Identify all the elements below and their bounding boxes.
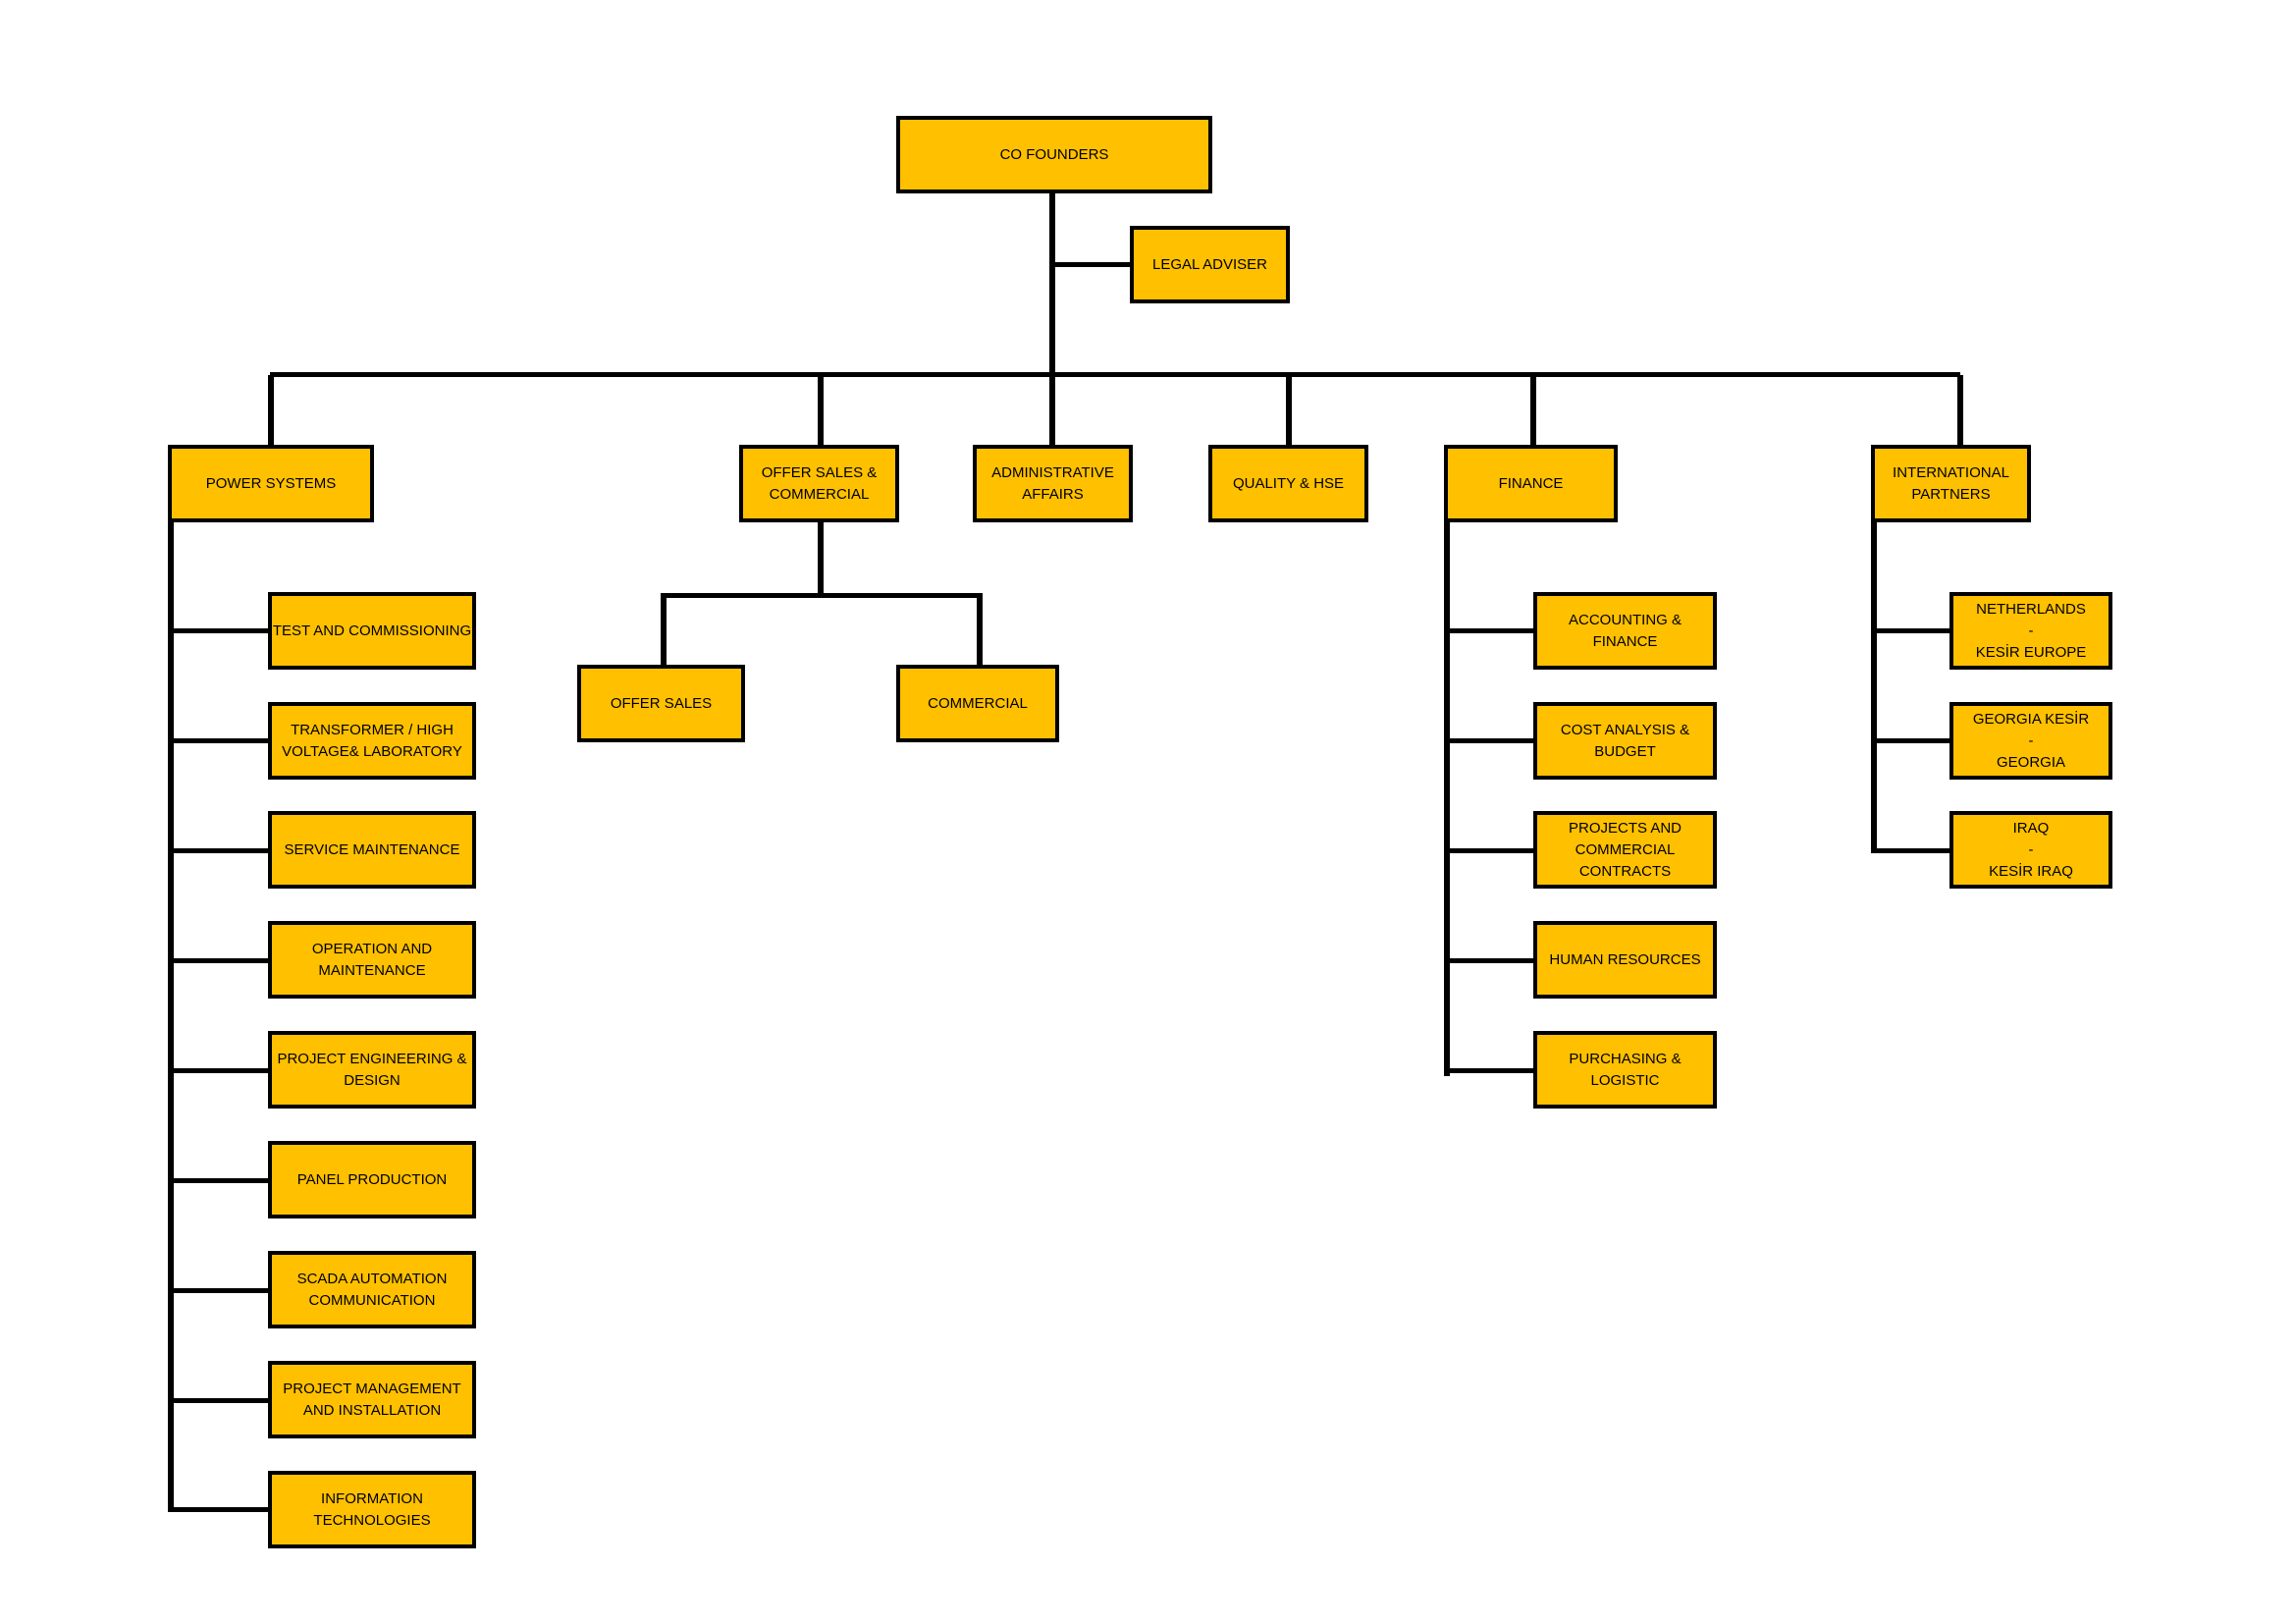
connector-drop-quality	[1286, 375, 1292, 447]
node-international-unit: GEORGIA KESİR - GEORGIA	[1949, 702, 2112, 780]
connector-drop-power-systems	[268, 375, 274, 447]
node-power-unit: TEST AND COMMISSIONING	[268, 592, 476, 670]
connector-main-bus	[270, 372, 1960, 377]
node-finance-unit: PURCHASING & LOGISTIC	[1533, 1031, 1717, 1109]
node-label: CO FOUNDERS	[999, 145, 1109, 163]
node-quality-hse: QUALITY & HSE	[1208, 445, 1368, 522]
node-label: OPERATION AND MAINTENANCE	[311, 940, 433, 979]
node-international-partners: INTERNATIONAL PARTNERS	[1871, 445, 2031, 522]
node-label: OFFER SALES	[610, 694, 713, 712]
connector-root-trunk	[1049, 191, 1055, 375]
node-finance-unit: ACCOUNTING & FINANCE	[1533, 592, 1717, 670]
node-power-systems: POWER SYSTEMS	[168, 445, 374, 522]
connector-branch	[1447, 628, 1537, 633]
node-label: POWER SYSTEMS	[205, 474, 337, 492]
node-finance-unit: HUMAN RESOURCES	[1533, 921, 1717, 999]
connector-offer-sales-bus	[661, 593, 983, 598]
node-offer-sales: OFFER SALES	[577, 665, 745, 742]
connector-branch	[171, 848, 272, 853]
connector-adviser	[1052, 262, 1138, 267]
node-co-founders: CO FOUNDERS	[896, 116, 1212, 193]
connector-finance-spine	[1444, 520, 1450, 1076]
node-finance: FINANCE	[1444, 445, 1618, 522]
node-label: TEST AND COMMISSIONING	[272, 622, 472, 639]
connector-drop-offer-sales	[818, 375, 824, 447]
node-label: INFORMATION TECHNOLOGIES	[313, 1489, 431, 1529]
connector-branch	[1447, 958, 1537, 963]
node-label: INTERNATIONAL PARTNERS	[1893, 463, 2009, 503]
node-international-unit: NETHERLANDS - KESİR EUROPE	[1949, 592, 2112, 670]
node-power-unit: PROJECT ENGINEERING & DESIGN	[268, 1031, 476, 1109]
connector-drop-administrative	[1049, 375, 1055, 447]
node-label: FINANCE	[1498, 474, 1564, 492]
node-label: COST ANALYSIS & BUDGET	[1560, 721, 1690, 760]
connector-branch	[1874, 628, 1953, 633]
node-label: OFFER SALES & COMMERCIAL	[761, 463, 878, 503]
node-power-unit: INFORMATION TECHNOLOGIES	[268, 1471, 476, 1548]
node-label: NETHERLANDS - KESİR EUROPE	[1975, 600, 2087, 661]
connector-branch	[171, 1288, 272, 1293]
node-legal-adviser: LEGAL ADVISER	[1130, 226, 1290, 303]
node-power-unit: SERVICE MAINTENANCE	[268, 811, 476, 889]
connector-drop-international	[1957, 375, 1963, 447]
node-label: COMMERCIAL	[928, 694, 1028, 712]
node-label: SCADA AUTOMATION COMMUNICATION	[296, 1270, 448, 1309]
connector-power-systems-spine	[168, 520, 174, 1512]
connector-branch	[171, 958, 272, 963]
connector-offer-sales-stem	[818, 520, 824, 597]
connector-international-spine	[1871, 520, 1877, 853]
node-label: PROJECT ENGINEERING & DESIGN	[277, 1050, 467, 1089]
connector-branch	[1447, 848, 1537, 853]
node-label: QUALITY & HSE	[1232, 474, 1345, 492]
connector-branch	[171, 1178, 272, 1183]
node-label: PROJECT MANAGEMENT AND INSTALLATION	[283, 1380, 461, 1419]
node-international-unit: IRAQ - KESİR IRAQ	[1949, 811, 2112, 889]
node-label: GEORGIA KESİR - GEORGIA	[1972, 710, 2090, 771]
node-administrative-affairs: ADMINISTRATIVE AFFAIRS	[973, 445, 1133, 522]
node-power-unit: PROJECT MANAGEMENT AND INSTALLATION	[268, 1361, 476, 1438]
node-label: PROJECTS AND COMMERCIAL CONTRACTS	[1568, 819, 1682, 880]
connector-branch	[171, 1068, 272, 1073]
node-power-unit: TRANSFORMER / HIGH VOLTAGE& LABORATORY	[268, 702, 476, 780]
connector-drop-commercial-unit	[977, 593, 983, 668]
connector-drop-finance	[1530, 375, 1536, 447]
node-power-unit: SCADA AUTOMATION COMMUNICATION	[268, 1251, 476, 1328]
node-offer-sales-commercial: OFFER SALES & COMMERCIAL	[739, 445, 899, 522]
node-label: SERVICE MAINTENANCE	[284, 840, 460, 858]
connector-drop-offer-sales-unit	[661, 593, 667, 668]
node-finance-unit: COST ANALYSIS & BUDGET	[1533, 702, 1717, 780]
node-label: ACCOUNTING & FINANCE	[1568, 611, 1682, 650]
node-label: PANEL PRODUCTION	[296, 1170, 448, 1188]
connector-branch	[171, 628, 272, 633]
node-label: IRAQ - KESİR IRAQ	[1989, 819, 2073, 880]
node-power-unit: PANEL PRODUCTION	[268, 1141, 476, 1218]
connector-branch	[171, 1398, 272, 1403]
node-power-unit: OPERATION AND MAINTENANCE	[268, 921, 476, 999]
node-label: TRANSFORMER / HIGH VOLTAGE& LABORATORY	[282, 721, 462, 760]
node-label: ADMINISTRATIVE AFFAIRS	[991, 463, 1114, 503]
node-label: PURCHASING & LOGISTIC	[1569, 1050, 1682, 1089]
connector-branch	[1874, 848, 1953, 853]
node-label: HUMAN RESOURCES	[1549, 950, 1701, 968]
connector-branch	[171, 738, 272, 743]
node-finance-unit: PROJECTS AND COMMERCIAL CONTRACTS	[1533, 811, 1717, 889]
connector-branch	[171, 1507, 272, 1512]
node-commercial: COMMERCIAL	[896, 665, 1059, 742]
connector-branch	[1447, 1068, 1537, 1073]
node-label: LEGAL ADVISER	[1152, 255, 1267, 273]
connector-branch	[1874, 738, 1953, 743]
connector-branch	[1447, 738, 1537, 743]
